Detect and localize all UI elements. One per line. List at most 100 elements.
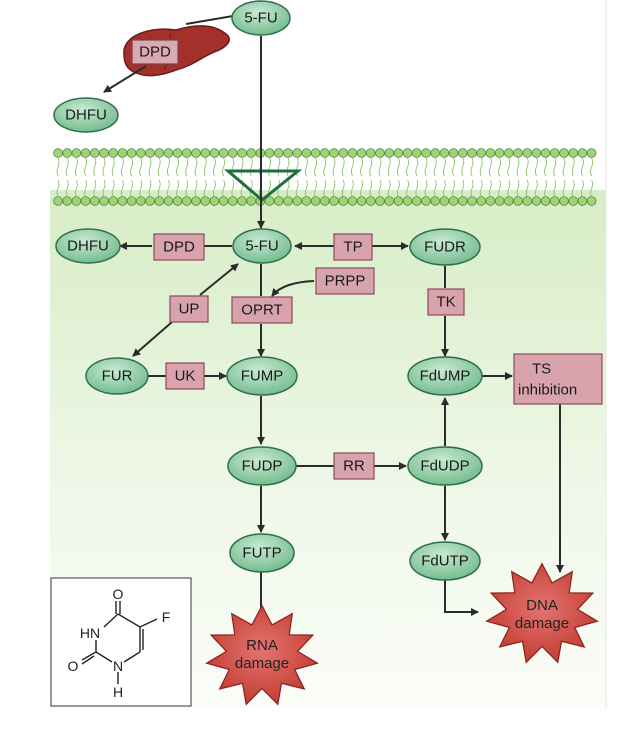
membrane-head [540, 148, 551, 158]
membrane-head [467, 196, 477, 206]
node-dhfu: DHFU [55, 228, 121, 264]
membrane-tail [121, 179, 124, 198]
membrane-head [200, 196, 211, 206]
membrane-head [457, 148, 468, 158]
node-5fu: 5-FU [232, 228, 292, 264]
membrane-head [347, 148, 358, 158]
membrane-head [365, 196, 376, 206]
membrane-tail [415, 179, 419, 198]
membrane-head [154, 196, 165, 206]
svg-text:5-FU: 5-FU [244, 10, 277, 27]
cell-membrane [53, 148, 597, 206]
membrane-tail [176, 157, 179, 177]
membrane-head [283, 148, 293, 158]
membrane-tail [286, 157, 290, 177]
membrane-tail [305, 179, 308, 198]
membrane-tail [84, 157, 87, 177]
membrane-tail [479, 157, 483, 177]
membrane-tail [286, 179, 290, 198]
membrane-tail [332, 179, 336, 198]
membrane-head [549, 148, 560, 158]
membrane-tail [176, 179, 179, 198]
node-5fu-outside: 5-FU [231, 0, 291, 36]
svg-text:damage: damage [515, 615, 569, 632]
membrane-tail [305, 157, 308, 177]
membrane-head [439, 196, 450, 206]
membrane-head [421, 148, 431, 158]
svg-text:UP: UP [179, 301, 200, 318]
membrane-head [62, 148, 72, 158]
enzyme-tp: TP [333, 233, 373, 261]
membrane-head [356, 196, 367, 206]
enzyme-uk: UK [165, 362, 205, 390]
membrane-tail [525, 179, 529, 198]
membrane-head [228, 196, 238, 206]
membrane-head [273, 196, 284, 206]
membrane-tail [452, 179, 455, 198]
svg-text:H: H [113, 684, 123, 700]
membrane-head [439, 148, 450, 158]
membrane-head [237, 196, 247, 206]
arrow-dpd-to-dhfu-outside [103, 65, 147, 93]
membrane-head [246, 196, 257, 206]
svg-text:DHFU: DHFU [67, 238, 109, 255]
fluorouracil-structure: O F HN O N H [50, 577, 192, 707]
membrane-head [90, 196, 100, 206]
membrane-tail [130, 179, 133, 198]
membrane-head [329, 148, 339, 158]
membrane-head [301, 148, 312, 158]
arrows [103, 15, 564, 623]
membrane-tail [341, 157, 345, 177]
membrane-tail [130, 157, 133, 177]
membrane-tail [249, 179, 253, 198]
membrane-head [347, 196, 358, 206]
membrane-head [310, 148, 321, 158]
membrane-tail [581, 157, 584, 177]
membrane-tail [341, 179, 345, 198]
membrane-head [549, 196, 560, 206]
membrane-tail [295, 179, 299, 198]
membrane-head [117, 148, 128, 158]
svg-text:O: O [113, 586, 124, 602]
enzyme-up: UP [169, 295, 209, 323]
membrane-tail [277, 179, 281, 198]
membrane-tail [102, 157, 106, 177]
membrane-head [531, 196, 542, 206]
membrane-tail [461, 157, 465, 177]
membrane-tail [489, 157, 492, 177]
membrane-tail [194, 157, 198, 177]
membrane-tail [56, 179, 60, 198]
membrane-head [228, 148, 238, 158]
membrane-tail [111, 157, 115, 177]
membrane-head [430, 148, 441, 158]
membrane-tail [553, 179, 557, 198]
membrane-tail [157, 179, 161, 198]
membrane-tail [332, 157, 336, 177]
membrane-head [586, 196, 597, 206]
membrane-head [53, 148, 63, 158]
membrane-head [80, 196, 91, 206]
membrane-head [108, 148, 118, 158]
membrane-tail [424, 157, 428, 177]
membrane-head [559, 148, 569, 158]
membrane-tail [498, 157, 501, 177]
membrane-tail [470, 157, 474, 177]
membrane-head [218, 196, 229, 206]
membrane-head [283, 196, 293, 206]
membrane-tail [544, 157, 547, 177]
enzyme-rr: RR [333, 452, 375, 480]
svg-text:FdUMP: FdUMP [420, 368, 471, 385]
arrow-fu-to-liver [185, 15, 234, 25]
svg-text:5-FU: 5-FU [245, 238, 278, 255]
membrane-tail [139, 157, 143, 177]
membrane-head [209, 196, 220, 206]
membrane-head [577, 196, 588, 206]
enzyme-tk: TK [427, 288, 465, 316]
membrane-tail [121, 157, 124, 177]
membrane-tail [553, 157, 557, 177]
membrane-head [319, 148, 330, 158]
membrane-head [237, 148, 247, 158]
membrane-head [513, 148, 523, 158]
membrane-tail [231, 179, 235, 198]
svg-text:FUDP: FUDP [242, 458, 283, 475]
